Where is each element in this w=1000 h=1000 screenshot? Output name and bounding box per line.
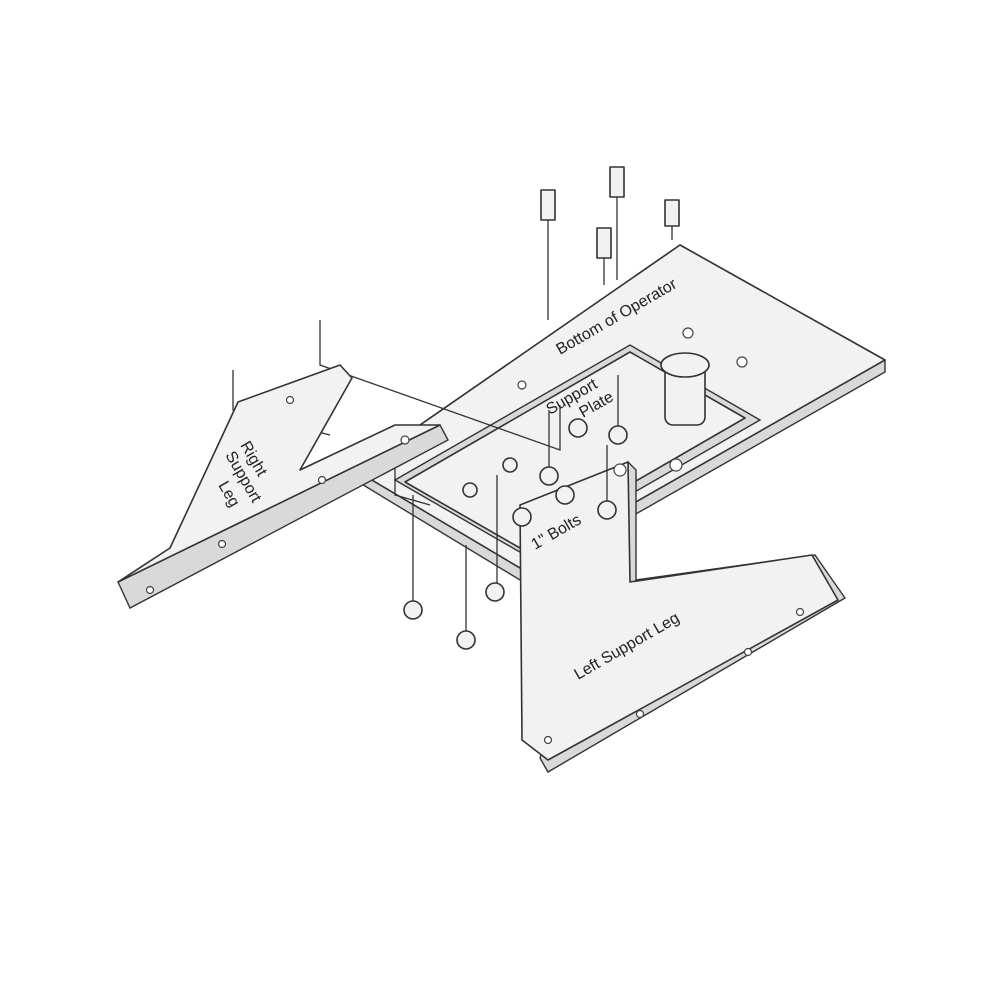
right-support-leg (117, 364, 449, 609)
operator-plate (354, 244, 886, 581)
bolts (403, 166, 680, 650)
left-support-leg (519, 460, 847, 773)
